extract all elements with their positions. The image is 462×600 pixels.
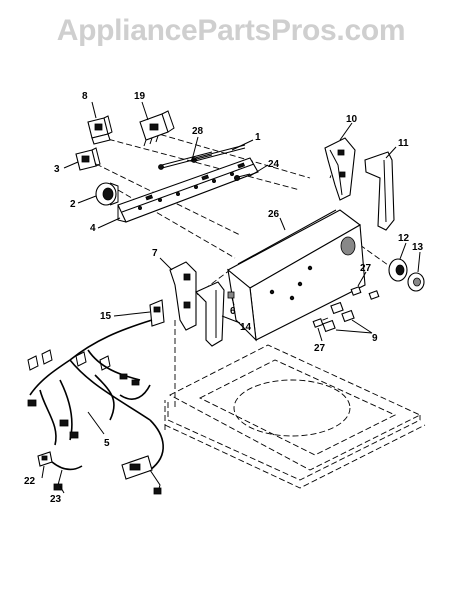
- callout-6: 6: [230, 306, 236, 317]
- leader-lines: [41, 101, 421, 494]
- callout-12: 12: [398, 233, 410, 244]
- end-cap-part-11: [364, 151, 395, 231]
- callout-13: 13: [412, 242, 424, 253]
- callout-24: 24: [268, 159, 280, 170]
- connector-part-15: [149, 299, 165, 327]
- end-cap-part-7: [169, 261, 197, 331]
- timer-part-2: [95, 182, 119, 206]
- callout-27-lower: 27: [314, 343, 326, 354]
- console-panel-part-26: [227, 209, 366, 342]
- callout-9: 9: [372, 333, 378, 344]
- wire-lead-part-23: [51, 461, 83, 491]
- end-cap-part-10: [324, 137, 356, 201]
- screw-part-28: [158, 151, 213, 170]
- ground-clip-part-22: [37, 451, 53, 467]
- callout-19: 19: [134, 91, 146, 102]
- knob-part-13: [407, 272, 425, 292]
- callout-22: 22: [24, 476, 36, 487]
- clip-part-6: [227, 291, 235, 299]
- callout-5: 5: [104, 438, 110, 449]
- callout-2: 2: [70, 199, 76, 210]
- callout-10: 10: [346, 114, 358, 125]
- callout-8: 8: [82, 91, 88, 102]
- cabinet-top-outline: [164, 344, 426, 489]
- callout-11: 11: [398, 138, 409, 149]
- button-part-27-lower: [312, 318, 324, 328]
- switch-part-3: [75, 147, 101, 171]
- wire-harness-part-5: [27, 319, 164, 495]
- button-part-9: [322, 301, 355, 333]
- callout-27-upper: 27: [360, 263, 372, 274]
- callout-28: 28: [192, 126, 204, 137]
- screw-part-24: [233, 173, 251, 181]
- switch-part-19: [139, 110, 175, 147]
- callout-4: 4: [90, 223, 96, 234]
- callout-7: 7: [152, 248, 158, 259]
- callout-26: 26: [268, 209, 280, 220]
- watermark-text: AppliancePartsPros.com: [56, 14, 406, 47]
- callout-23: 23: [50, 494, 62, 505]
- knob-part-12: [388, 258, 408, 282]
- callout-3: 3: [54, 164, 60, 175]
- end-cap-part-14: [195, 281, 225, 347]
- control-bracket-part-4: [117, 157, 259, 223]
- callout-1: 1: [255, 132, 261, 143]
- callout-15: 15: [100, 311, 112, 322]
- button-part-27-upper: [350, 286, 380, 300]
- callout-labels: 8 19 28 1 3 2 4 24 26 10 11 7 12 13 27 6…: [24, 91, 424, 505]
- switch-part-8: [87, 115, 113, 145]
- callout-14: 14: [240, 322, 252, 333]
